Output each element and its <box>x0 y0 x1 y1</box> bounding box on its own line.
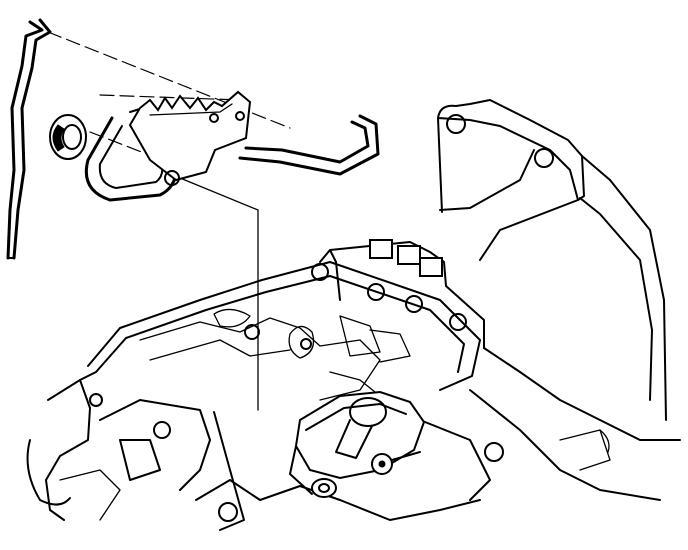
range-switch <box>289 390 426 498</box>
retaining-nut <box>49 114 87 160</box>
selector-rod <box>6 18 52 260</box>
detent-lever <box>128 90 252 186</box>
manual-valve-link <box>238 114 380 176</box>
transmission-case <box>26 99 681 531</box>
alignment-lines <box>47 31 291 411</box>
